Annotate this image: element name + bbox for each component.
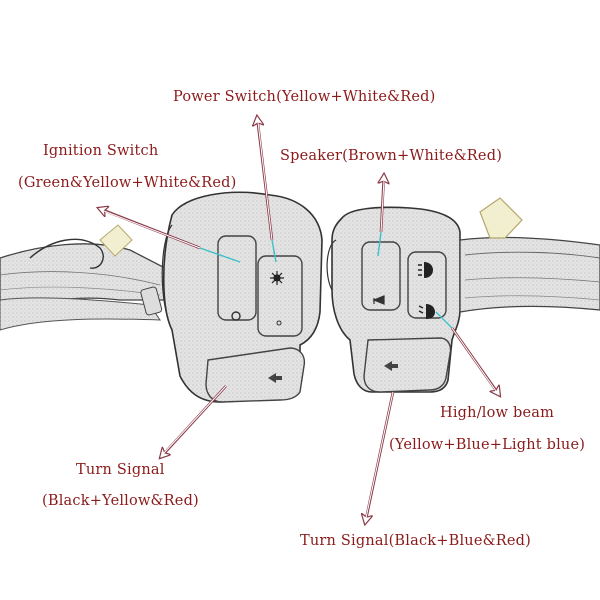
power-switch-button [257, 255, 303, 337]
ignition-switch-title: Ignition Switch [43, 143, 159, 159]
left-turn-signal-wires: (Black+Yellow&Red) [42, 493, 199, 509]
turn-signal-arrow-icon [268, 373, 282, 383]
horn-button [361, 241, 401, 311]
left-switch-housing [161, 191, 323, 403]
right-turn-signal-button [363, 337, 452, 393]
power-indicator-dot [276, 320, 282, 326]
high-low-beam-wires: (Yellow+Blue+Light blue) [389, 437, 586, 453]
ignition-switch-button [217, 235, 257, 321]
ignition-key-icon [231, 311, 241, 321]
left-turn-signal-button [205, 347, 306, 403]
horn-icon [372, 295, 385, 305]
left-turn-signal-title: Turn Signal [76, 462, 165, 478]
cyan-pointer-lines [199, 231, 453, 329]
low-beam-icon [426, 304, 435, 319]
left-handlebar-cable [0, 224, 169, 331]
turn-signal-arrow-icon [384, 361, 398, 371]
right-switch-housing [326, 206, 461, 393]
power-switch-label: Power Switch(Yellow+White&Red) [173, 89, 436, 105]
high-beam-icon [424, 262, 433, 278]
right-handlebar-cable [459, 197, 600, 313]
speaker-label: Speaker(Brown+White&Red) [280, 148, 503, 164]
sun-light-icon [270, 271, 284, 285]
high-low-beam-title: High/low beam [440, 405, 555, 421]
right-turn-signal-label: Turn Signal(Black+Blue&Red) [300, 533, 531, 549]
ignition-switch-wires: (Green&Yellow+White&Red) [18, 175, 237, 191]
